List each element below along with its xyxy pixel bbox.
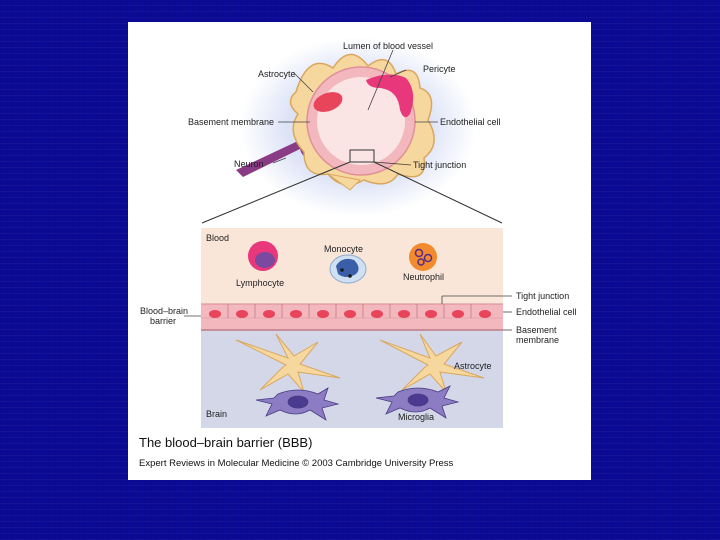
label-pericyte: Pericyte bbox=[423, 64, 456, 74]
cell-junctions bbox=[227, 304, 472, 318]
bbb-diagram: Lumen of blood vessel Astrocyte Pericyte… bbox=[140, 37, 577, 428]
astrocyte-process bbox=[327, 173, 362, 191]
neuron-axon bbox=[236, 140, 306, 177]
endothelial-nuclei bbox=[209, 310, 491, 318]
label-basement-membrane: Basement membrane bbox=[188, 117, 274, 127]
zoom-line-right bbox=[373, 161, 503, 224]
caption-credit: Expert Reviews in Molecular Medicine © 2… bbox=[139, 458, 454, 469]
label-endothelial-cell: Endothelial cell bbox=[440, 117, 501, 127]
astrocytes bbox=[235, 333, 485, 393]
tight-junction-box bbox=[349, 149, 375, 163]
label-astrocyte-top: Astrocyte bbox=[258, 69, 296, 79]
label-blood: Blood bbox=[206, 233, 229, 243]
label-neuron: Neuron bbox=[234, 159, 264, 169]
caption-title: The blood–brain barrier (BBB) bbox=[139, 435, 313, 450]
right-leaders bbox=[441, 295, 512, 331]
label-neutrophil: Neutrophil bbox=[403, 272, 444, 282]
zoom-line-left bbox=[201, 161, 351, 224]
neutrophil-cell bbox=[409, 243, 437, 271]
label-tight-junction: Tight junction bbox=[413, 160, 466, 170]
label-astrocyte-bottom: Astrocyte bbox=[454, 361, 492, 371]
lymphocyte-cell bbox=[248, 241, 278, 271]
monocyte-cell bbox=[329, 254, 367, 284]
label-monocyte: Monocyte bbox=[324, 244, 363, 254]
pericyte bbox=[366, 74, 414, 118]
zoomed-panel: Blood Monocyte Lymphocyte Neutrophil Ast… bbox=[201, 228, 503, 428]
label-basement-membrane-2b: membrane bbox=[516, 335, 559, 345]
figure-card: Lumen of blood vessel Astrocyte Pericyte… bbox=[128, 22, 591, 480]
label-lumen: Lumen of blood vessel bbox=[343, 41, 433, 51]
label-microglia: Microglia bbox=[398, 412, 434, 422]
label-basement-membrane-2a: Basement bbox=[516, 325, 557, 335]
label-bbb-line1: Blood–brain bbox=[140, 306, 188, 316]
label-brain: Brain bbox=[206, 409, 227, 419]
microglia-cells bbox=[255, 385, 460, 421]
label-bbb-line2: barrier bbox=[150, 316, 176, 326]
label-lymphocyte: Lymphocyte bbox=[236, 278, 284, 288]
label-endothelial-cell-2: Endothelial cell bbox=[516, 307, 577, 317]
vessel-cross-section bbox=[236, 37, 476, 217]
label-tight-junction-2: Tight junction bbox=[516, 291, 569, 301]
top-leaders bbox=[272, 49, 438, 166]
endothelial-nucleus bbox=[313, 92, 343, 112]
